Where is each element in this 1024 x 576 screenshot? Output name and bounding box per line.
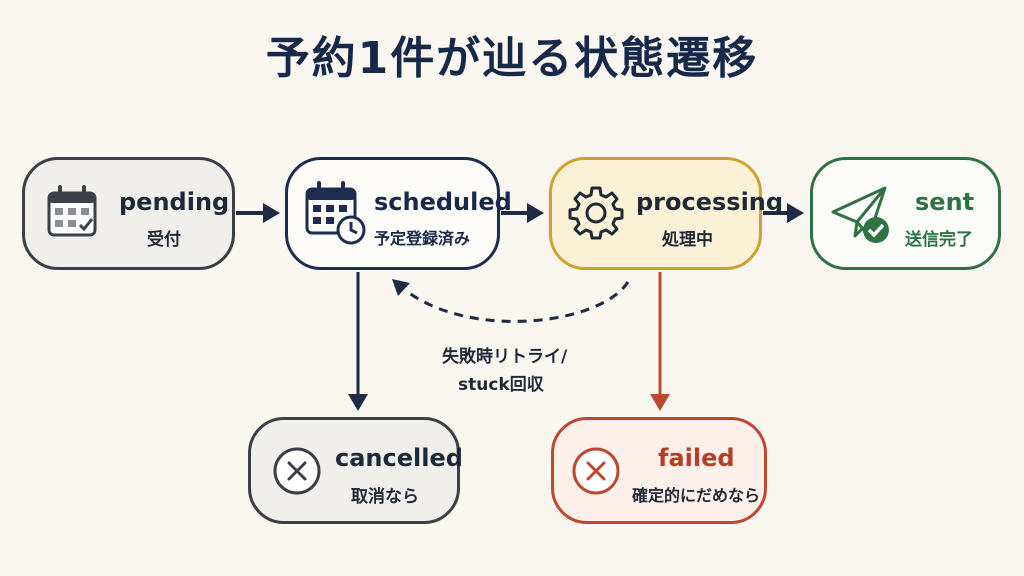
gear-icon xyxy=(568,185,624,245)
x-circle-icon xyxy=(570,445,622,501)
arrow-retry-processing-to-scheduled xyxy=(392,279,630,323)
retry-label-line1: 失敗時リトライ/ xyxy=(442,347,568,367)
page-title: 予約1件が辿る状態遷移 xyxy=(265,33,759,84)
retry-label-line2: stuck回収 xyxy=(458,375,544,395)
calendar-check-icon xyxy=(45,184,101,244)
arrow-pending-to-scheduled xyxy=(236,203,280,223)
state-processing-sublabel: 処理中 xyxy=(662,230,713,250)
state-processing: processing 処理中 xyxy=(549,157,783,270)
state-cancelled-sublabel: 取消なら xyxy=(351,487,419,507)
state-sent-label: sent xyxy=(915,188,975,216)
state-sent-sublabel: 送信完了 xyxy=(905,230,973,250)
state-scheduled-label: scheduled xyxy=(374,188,512,216)
state-failed: failed 確定的にだめなら xyxy=(551,417,767,524)
state-failed-sublabel: 確定的にだめなら xyxy=(632,486,761,505)
arrow-scheduled-to-cancelled xyxy=(348,272,368,411)
state-cancelled: cancelled 取消なら xyxy=(248,417,463,524)
state-failed-label: failed xyxy=(658,444,735,472)
state-pending: pending 受付 xyxy=(22,157,235,270)
arrow-processing-to-failed xyxy=(650,272,670,411)
state-processing-label: processing xyxy=(636,188,784,216)
arrow-processing-to-sent xyxy=(763,203,804,223)
x-circle-icon xyxy=(271,445,323,501)
state-sent: sent 送信完了 xyxy=(810,157,1001,270)
arrow-scheduled-to-processing xyxy=(501,203,544,223)
state-pending-label: pending xyxy=(119,188,230,216)
state-cancelled-label: cancelled xyxy=(335,444,463,472)
calendar-clock-icon xyxy=(304,180,368,250)
state-pending-sublabel: 受付 xyxy=(147,230,181,250)
paper-plane-check-icon xyxy=(829,184,895,252)
state-scheduled: scheduled 予定登録済み xyxy=(285,157,512,270)
state-scheduled-sublabel: 予定登録済み xyxy=(374,229,471,248)
